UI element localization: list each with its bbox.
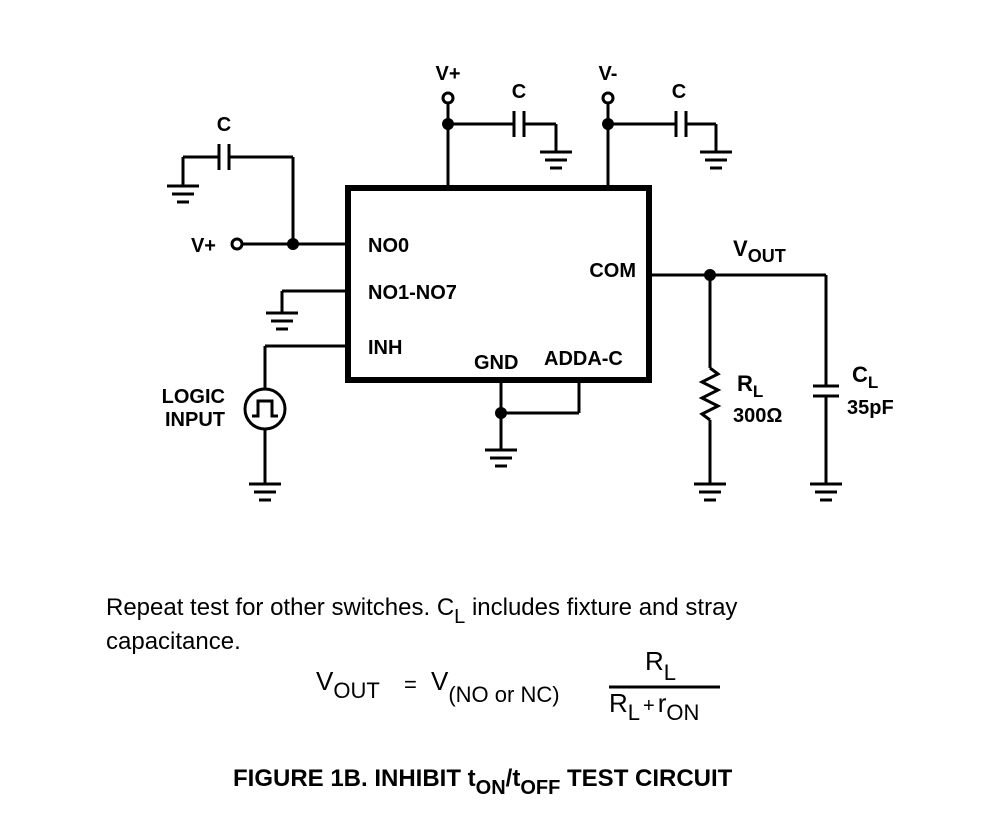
output-network: [649, 269, 842, 502]
pin-gnd-label: GND: [474, 352, 518, 374]
rl-label: RL: [737, 371, 763, 401]
cl-label: CL: [852, 362, 878, 392]
vminus-terminal: [601, 91, 615, 105]
pin-adda-c-label: ADDA-C: [544, 348, 623, 370]
figure-caption: FIGURE 1B. INHIBIT tON/tOFF TEST CIRCUIT: [233, 765, 733, 799]
vplus-terminal-top: [441, 91, 455, 105]
ic-body: [345, 185, 652, 383]
formula-rhs-v: V(NO or NC): [431, 666, 560, 707]
note-line-2: capacitance.: [106, 628, 241, 655]
logic-input-source: [243, 344, 348, 502]
formula-lhs: VOUT: [316, 666, 380, 703]
rl-value: 300Ω: [733, 405, 782, 427]
cap-label-left: C: [217, 114, 231, 136]
vminus-top-label: V-: [599, 63, 618, 85]
junction-dot: [495, 407, 507, 419]
ground-symbol: [810, 482, 842, 502]
formula-numerator: RL: [645, 646, 676, 685]
ground-symbol: [485, 448, 517, 468]
vplus-top-label: V+: [435, 63, 460, 85]
left-supply-network: [167, 144, 348, 251]
vout-formula: VOUT = V(NO or NC) RL RL+rON: [316, 646, 720, 725]
vout-label: VOUT: [733, 236, 786, 266]
gnd-adda-net: [485, 380, 581, 468]
pin-com-label: COM: [589, 260, 636, 282]
ground-symbol: [266, 311, 298, 331]
vplus-supply: [441, 91, 572, 188]
cap-label-vplus: C: [512, 81, 526, 103]
pin-no1-no7-label: NO1-NO7: [368, 282, 457, 304]
resistor-rl: [698, 366, 722, 422]
logic-label-line1: LOGIC: [162, 386, 225, 408]
ground-symbol: [540, 150, 572, 170]
formula-equals: =: [404, 672, 417, 697]
formula-denominator: RL+rON: [609, 688, 699, 725]
vplus-left-label: V+: [191, 235, 216, 257]
vminus-supply: [601, 91, 732, 188]
ground-symbol: [167, 184, 199, 204]
pin-no0-label: NO0: [368, 235, 409, 257]
ground-symbol: [249, 482, 281, 502]
ground-symbol: [694, 482, 726, 502]
logic-label-line2: INPUT: [165, 409, 225, 431]
pin-inh-label: INH: [368, 337, 402, 359]
no1-ground-net: [266, 289, 348, 331]
cl-value: 35pF: [847, 397, 894, 419]
pulse-source-icon: [243, 387, 287, 431]
cap-label-vminus: C: [672, 81, 686, 103]
note-line-1: Repeat test for other switches. CL inclu…: [106, 594, 737, 628]
ground-symbol: [700, 150, 732, 170]
vplus-terminal-left: [230, 237, 244, 251]
